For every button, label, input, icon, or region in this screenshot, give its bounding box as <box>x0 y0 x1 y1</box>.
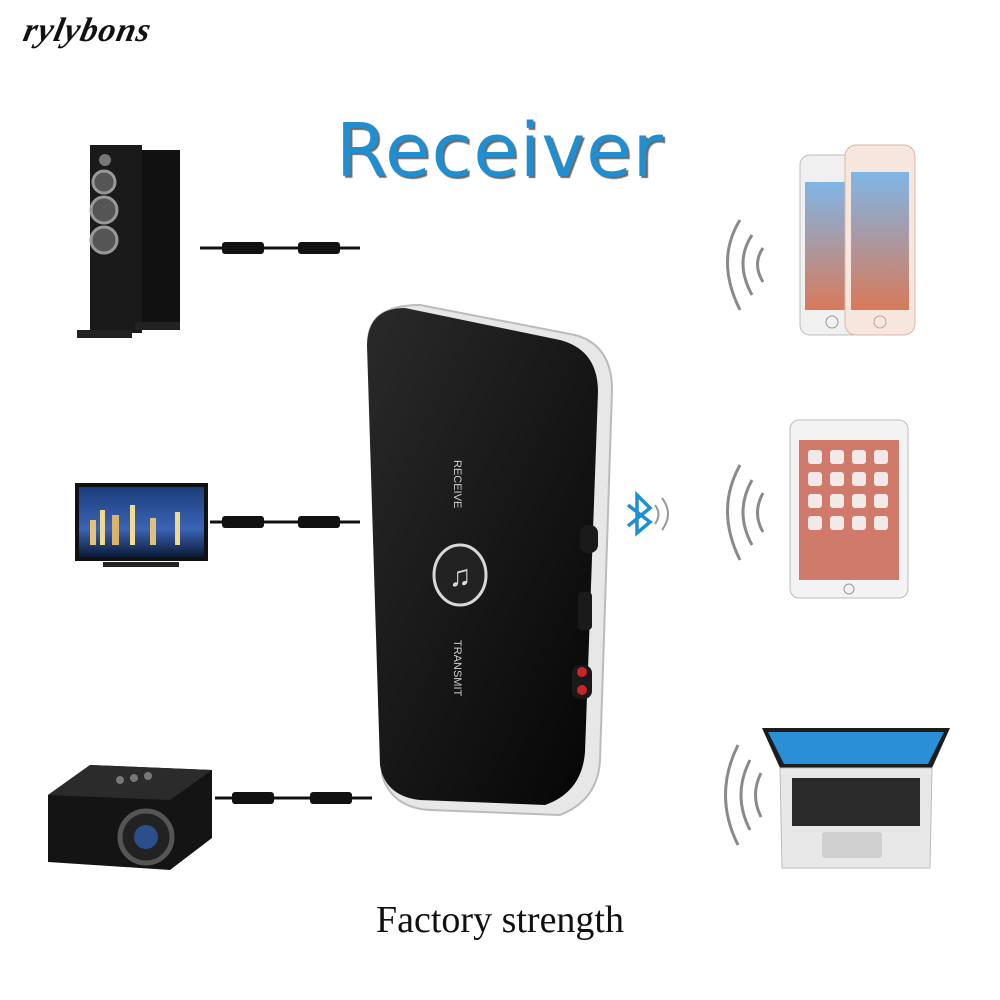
music-note-icon: ♫ <box>449 560 472 593</box>
audio-cable-1 <box>200 242 360 254</box>
rca-port <box>572 665 592 699</box>
bluetooth-icon <box>626 490 669 537</box>
projector-icon <box>48 765 212 870</box>
bluetooth-receiver-device: ♫ RECEIVE TRANSMIT <box>366 303 614 817</box>
wireless-waves-1 <box>726 219 765 311</box>
tv-icon <box>75 483 208 567</box>
audio-cable-2 <box>210 516 360 528</box>
wireless-waves-3 <box>724 744 763 846</box>
transmit-label: TRANSMIT <box>451 640 463 697</box>
music-note-button[interactable]: ♫ <box>432 543 488 607</box>
usb-port <box>578 592 592 630</box>
tablet-icon <box>789 419 909 599</box>
phones-icon <box>799 144 916 336</box>
aux-port <box>580 525 598 553</box>
audio-cable-3 <box>215 792 372 804</box>
receive-label: RECEIVE <box>451 460 463 508</box>
wireless-waves-2 <box>726 464 765 561</box>
laptop-icon <box>762 728 950 869</box>
hero-title: Receiver <box>335 108 665 194</box>
speaker-icon <box>77 145 180 338</box>
caption-text: Factory strength <box>375 899 624 941</box>
